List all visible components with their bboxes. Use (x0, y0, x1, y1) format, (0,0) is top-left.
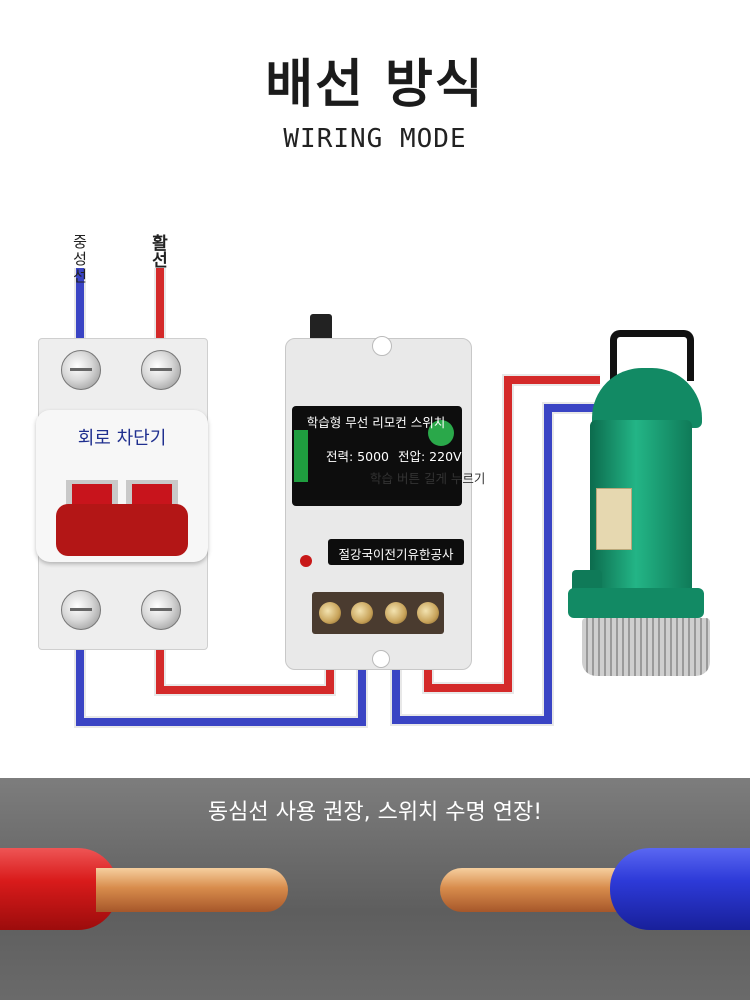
breaker-bottom-left-screw (61, 590, 101, 630)
blue-cable-copper-core (440, 868, 636, 912)
breaker-bottom-right-screw (141, 590, 181, 630)
remote-switch-title: 학습형 무선 리모컨 스위치 (306, 415, 446, 430)
breaker-toggle (56, 504, 188, 556)
terminal-screw-3 (385, 602, 407, 624)
mount-hole-bottom (372, 650, 390, 668)
page-title: 배선 방식 (265, 55, 485, 115)
indicator-led (300, 555, 312, 567)
blue-cable-insulation (610, 848, 750, 930)
terminal-screw-2 (351, 602, 373, 624)
pump-nameplate (596, 488, 632, 550)
breaker-top-left-screw (61, 350, 101, 390)
power-rating: 전력: 5000 (326, 449, 389, 464)
breaker-top-right-screw (141, 350, 181, 390)
terminal-screw-1 (319, 602, 341, 624)
breaker-label: 회로 차단기 (77, 428, 167, 449)
live-wire-label: 활선 (152, 234, 168, 271)
pump-base (568, 588, 704, 618)
red-cable-copper-core (96, 868, 288, 912)
pump-handle (610, 330, 694, 381)
mount-hole-top (372, 336, 392, 356)
maker-name: 절강국이전기유한공사 (338, 547, 454, 562)
terminal-screw-4 (417, 602, 439, 624)
green-badge (428, 420, 454, 446)
green-tag (294, 430, 308, 482)
page-subtitle: WIRING MODE (283, 124, 467, 154)
maker-label-panel (328, 539, 464, 565)
pump-strainer (582, 618, 710, 676)
voltage-rating: 전압: 220V (398, 449, 462, 464)
neutral-wire-label: 중성선 (73, 233, 87, 285)
learn-button-hint: 학습 버튼 길게 누르기 (370, 471, 486, 486)
banner-message: 동심선 사용 권장, 스위치 수명 연장! (207, 800, 543, 825)
